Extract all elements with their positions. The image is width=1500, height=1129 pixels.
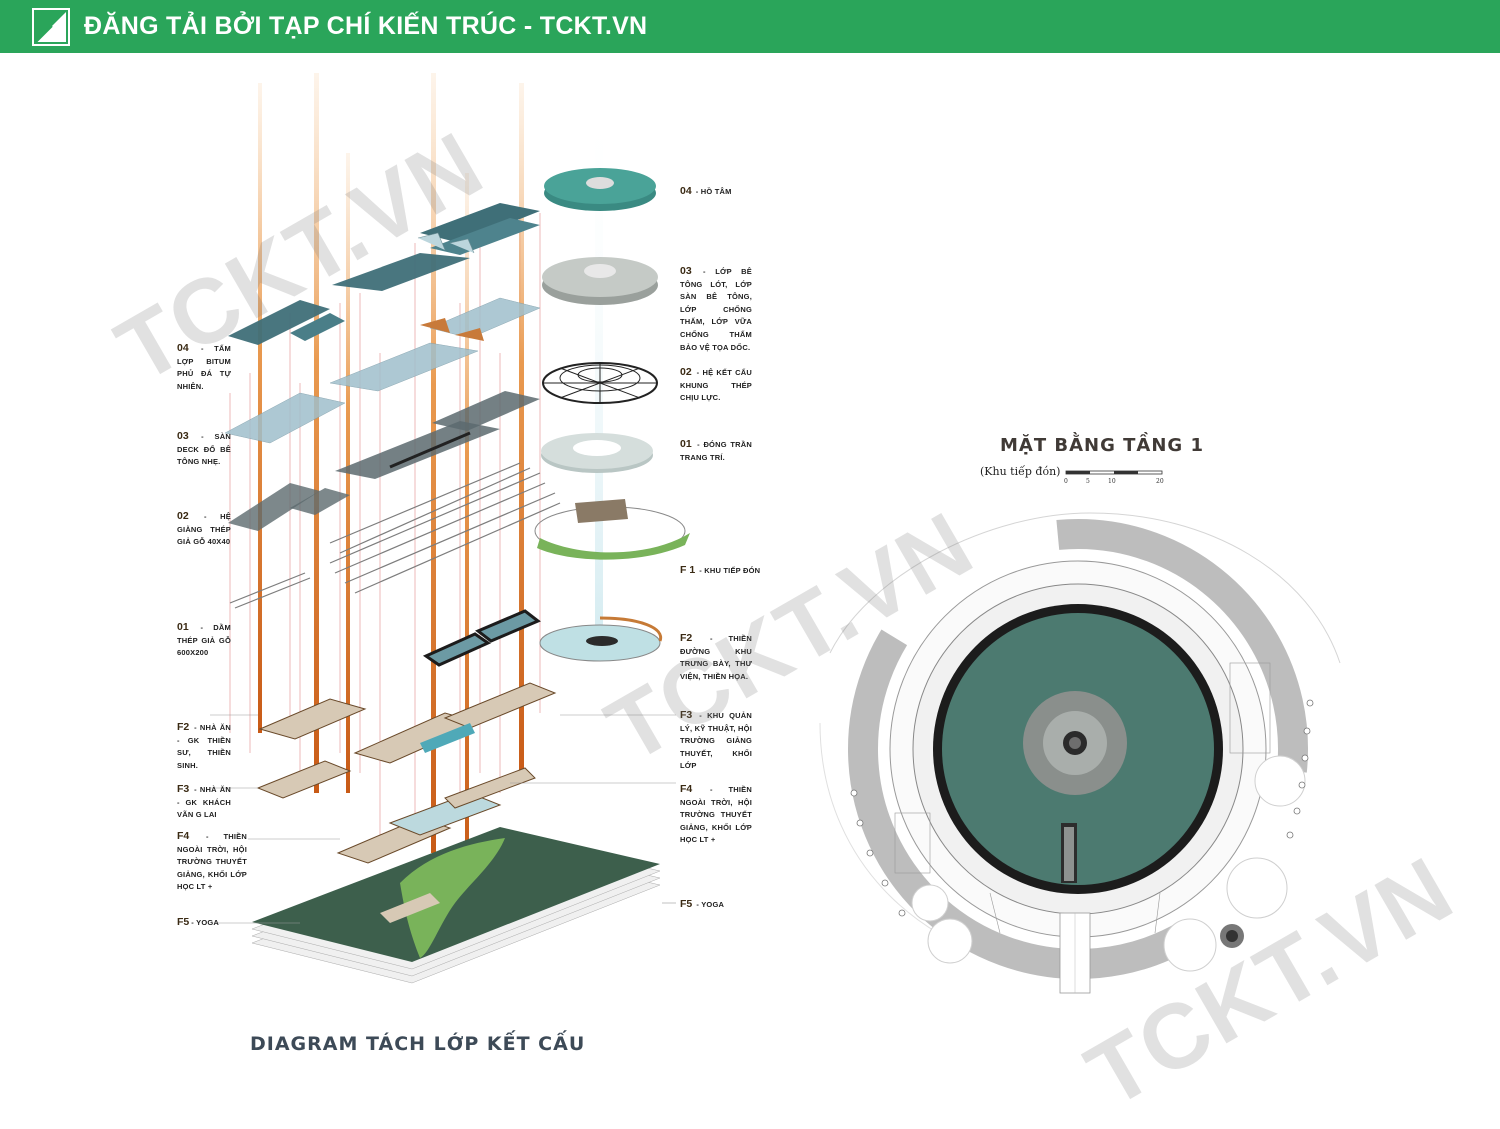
label-f2-left: F2 - NHÀ ĂN - GK THIỀN SƯ, THIỀN SINH.	[177, 721, 231, 770]
central-light-shaft	[595, 93, 603, 653]
plan-title: MẶT BẰNG TẦNG 1	[1000, 435, 1204, 456]
label-layer-03-right: 03 - LỚP BÊ TÔNG LÓT, LỚP SÀN BÊ TÔNG, L…	[680, 265, 753, 352]
tckt-logo-icon	[32, 8, 70, 46]
label-f5-right: F5 - YOGA	[680, 898, 725, 910]
scale-label-20: 20	[1156, 478, 1164, 485]
layer-deck	[224, 297, 541, 444]
disc-04-pond	[544, 168, 656, 211]
label-layer-01-right: 01 - ĐÓNG TRẦN TRANG TRÍ.	[680, 438, 752, 462]
label-layer-03-left: 03 - SÀN DECK ĐỔ BÊ TÔNG NHẸ.	[177, 430, 231, 467]
layer-roof-bitum	[228, 203, 540, 345]
label-f5-left: F5- YOGA	[177, 916, 219, 928]
trees	[911, 755, 1306, 972]
leader-lines	[210, 714, 676, 924]
banner-title: ĐĂNG TẢI BỞI TẠP CHÍ KIẾN TRÚC - TCKT.VN	[84, 12, 648, 40]
scale-bar	[1065, 470, 1163, 475]
label-layer-01-left: 01 - DẦM THÉP GIẢ GỖ 600X200	[177, 621, 231, 658]
disc-03-concrete	[542, 257, 658, 305]
label-layer-04-left: 04 - TẤM LỢP BITUM PHỦ ĐÁ TỰ NHIÊN.	[177, 342, 231, 391]
label-layer-02-left: 02 - HỆ GIẰNG THÉP GIẢ GỖ 40X40	[177, 510, 231, 547]
room-partitions	[894, 662, 1271, 934]
label-f3-right: F3 - KHU QUẢN LÝ, KỸ THUẬT, HỘI TRƯỜNG G…	[680, 709, 752, 771]
layer-beams	[229, 462, 561, 609]
exploded-structure-diagram	[210, 73, 690, 984]
label-layer-02-right: 02 - HỆ KẾT CẤU KHUNG THÉP CHỊU LỰC.	[680, 366, 752, 403]
floor-plates	[256, 682, 557, 864]
column-dots	[850, 699, 1314, 917]
label-f1-right: F 1 - KHU TIẾP ĐÓN	[680, 564, 761, 576]
scale-label-10: 10	[1108, 478, 1116, 485]
label-f4-right: F4 - THIỀN NGOÀI TRỜI, HỘI TRƯỜNG THUYẾT…	[680, 783, 752, 845]
sheet: 04 - TẤM LỢP BITUM PHỦ ĐÁ TỰ NHIÊN. 03 -…	[0, 53, 1500, 1127]
label-f4-left: F4 - THIỀN NGOÀI TRỜI, HỘI TRƯỜNG THUYẾT…	[177, 830, 247, 892]
diagram-title: DIAGRAM TÁCH LỚP KẾT CẤU	[250, 1033, 586, 1055]
label-f2-right: F2 - THIỀN ĐƯỜNG KHU TRƯNG BÀY, THƯ VIỆN…	[680, 632, 752, 681]
skylight-frames	[422, 609, 541, 667]
ring-f1-reception	[534, 499, 690, 560]
disc-02-steel-frame	[542, 362, 658, 404]
layer-bracing	[228, 391, 540, 531]
label-layer-04-right: 04 - HỒ TÂM	[680, 185, 732, 197]
banner: ĐĂNG TẢI BỞI TẠP CHÍ KIẾN TRÚC - TCKT.VN	[0, 0, 1500, 53]
ground-floor-plan	[819, 512, 1341, 994]
scale-label-5: 5	[1086, 478, 1090, 485]
plan-subtitle: (Khu tiếp đón)	[980, 465, 1061, 478]
label-f3-left: F3 - NHÀ ĂN - GK KHÁCH VÃN G LAI	[177, 783, 231, 820]
scale-label-0: 0	[1064, 478, 1068, 485]
disc-01-ceiling	[541, 433, 653, 473]
terrain-base	[251, 827, 661, 984]
ring-f2-meditation-hall	[539, 616, 663, 662]
